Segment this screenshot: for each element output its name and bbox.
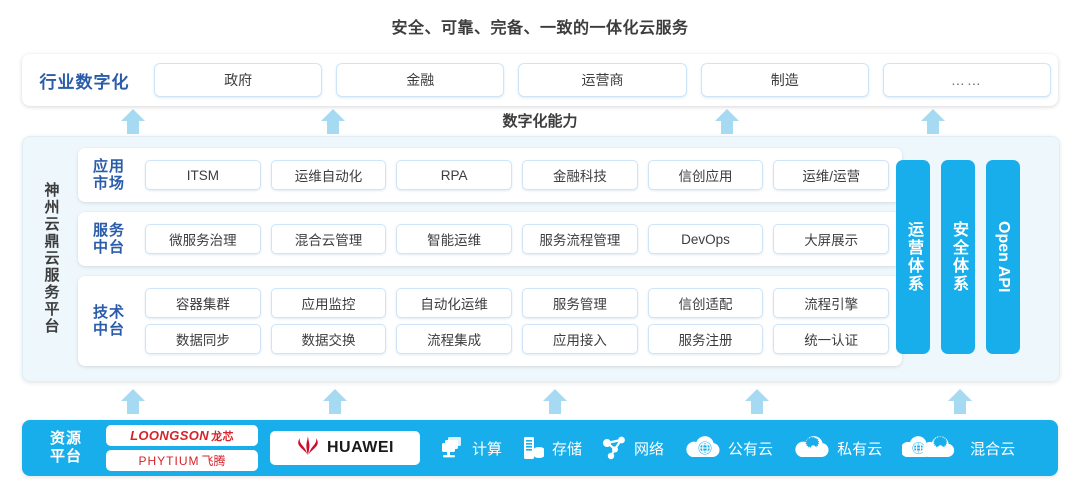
industry-chip-finance[interactable]: 金融 bbox=[336, 63, 505, 97]
tier-row: 数据同步 数据交换 流程集成 应用接入 服务注册 统一认证 bbox=[140, 324, 894, 354]
cell-service-management[interactable]: 服务管理 bbox=[522, 288, 638, 318]
resource-label-line2: 平台 bbox=[49, 448, 82, 465]
loongson-logo-cn: 龙芯 bbox=[211, 430, 234, 443]
cell-xinchuang-adaptation[interactable]: 信创适配 bbox=[647, 288, 764, 318]
tier-label-line1: 应用 bbox=[92, 157, 125, 175]
industry-chip-government[interactable]: 政府 bbox=[154, 63, 323, 97]
cell-service-registry[interactable]: 服务注册 bbox=[647, 324, 764, 354]
industry-chip-manufacturing[interactable]: 制造 bbox=[700, 63, 869, 97]
industry-chip-operator[interactable]: 运营商 bbox=[518, 63, 687, 97]
huawei-logo-text: HUAWEI bbox=[327, 439, 394, 456]
resource-item-storage[interactable]: 存储 bbox=[522, 435, 582, 461]
resource-item-label: 混合云 bbox=[970, 440, 1016, 458]
public-cloud-icon bbox=[684, 435, 722, 461]
cell-xinchuang-app[interactable]: 信创应用 bbox=[647, 160, 764, 190]
arrow-up-icon bbox=[118, 106, 148, 136]
phytium-logo-en: PHYTIUM bbox=[138, 454, 200, 468]
hybrid-cloud-icon bbox=[902, 435, 964, 461]
platform-vertical-title: 神州云鼎云服务平台 bbox=[42, 181, 60, 335]
cell-rpa[interactable]: RPA bbox=[396, 160, 513, 190]
arrow-up-icon bbox=[742, 386, 772, 416]
cell-devops[interactable]: DevOps bbox=[647, 224, 764, 254]
cell-application-monitoring[interactable]: 应用监控 bbox=[270, 288, 387, 318]
resource-item-label: 网络 bbox=[634, 440, 665, 458]
resource-item-label: 计算 bbox=[472, 440, 503, 458]
cell-unified-authentication[interactable]: 统一认证 bbox=[773, 324, 890, 354]
arrow-up-icon bbox=[118, 386, 148, 416]
tier-label-line2: 中台 bbox=[92, 239, 125, 256]
resource-item-label: 公有云 bbox=[728, 440, 774, 458]
arrow-up-icon bbox=[712, 106, 742, 136]
cell-ops-automation[interactable]: 运维自动化 bbox=[270, 160, 387, 190]
loongson-logo-en: LOONGSON bbox=[130, 427, 210, 443]
huawei-logo[interactable]: HUAWEI bbox=[270, 431, 420, 465]
tier-label-line1: 服务 bbox=[92, 221, 125, 239]
resource-platform-label: 资源 平台 bbox=[28, 430, 104, 466]
industry-row-label: 行业数字化 bbox=[39, 72, 130, 92]
resource-item-label: 存储 bbox=[552, 440, 583, 458]
resource-item-public-cloud[interactable]: 公有云 bbox=[684, 435, 773, 461]
industry-digitalization-row: 行业数字化 政府 金融 运营商 制造 …… bbox=[22, 54, 1058, 106]
resource-label-line1: 资源 bbox=[49, 430, 82, 447]
arrow-up-icon bbox=[318, 106, 348, 136]
tier-row: ITSM 运维自动化 RPA 金融科技 信创应用 运维/运营 bbox=[140, 160, 894, 190]
page-title: 安全、可靠、完备、一致的一体化云服务 bbox=[391, 20, 689, 37]
cell-intelligent-ops[interactable]: 智能运维 bbox=[396, 224, 513, 254]
tier-label-technology-middle-platform: 技术 中台 bbox=[78, 304, 140, 339]
tier-label-line1: 技术 bbox=[92, 303, 125, 321]
arrow-up-icon bbox=[320, 386, 350, 416]
resource-item-label: 私有云 bbox=[837, 440, 883, 458]
cell-data-sync[interactable]: 数据同步 bbox=[145, 324, 261, 354]
cell-process-engine[interactable]: 流程引擎 bbox=[773, 288, 890, 318]
cell-microservice-governance[interactable]: 微服务治理 bbox=[145, 224, 261, 254]
cell-data-exchange[interactable]: 数据交换 bbox=[270, 324, 387, 354]
side-bar-open-api[interactable]: Open API bbox=[986, 160, 1020, 354]
huawei-flower-icon bbox=[296, 435, 320, 461]
tier-service-middle-platform: 服务 中台 微服务治理 混合云管理 智能运维 服务流程管理 DevOps 大屏展… bbox=[78, 212, 902, 266]
cell-fintech[interactable]: 金融科技 bbox=[522, 160, 638, 190]
tier-body: 微服务治理 混合云管理 智能运维 服务流程管理 DevOps 大屏展示 bbox=[140, 224, 902, 254]
resource-item-network[interactable]: 网络 bbox=[602, 436, 664, 460]
storage-icon bbox=[522, 435, 546, 461]
cell-service-process-management[interactable]: 服务流程管理 bbox=[522, 224, 638, 254]
cell-ops-operations[interactable]: 运维/运营 bbox=[773, 160, 890, 190]
arrow-up-icon bbox=[945, 386, 975, 416]
tier-row: 容器集群 应用监控 自动化运维 服务管理 信创适配 流程引擎 bbox=[140, 288, 894, 318]
tier-technology-middle-platform: 技术 中台 容器集群 应用监控 自动化运维 服务管理 信创适配 流程引擎 数据同… bbox=[78, 276, 902, 366]
phytium-logo-cn: 飞腾 bbox=[201, 454, 226, 468]
tier-label-line2: 市场 bbox=[92, 175, 125, 192]
cell-application-access[interactable]: 应用接入 bbox=[522, 324, 638, 354]
cell-itsm[interactable]: ITSM bbox=[145, 160, 261, 190]
cell-process-integration[interactable]: 流程集成 bbox=[396, 324, 513, 354]
arrow-up-icon bbox=[540, 386, 570, 416]
compute-icon bbox=[440, 436, 466, 460]
arrow-up-icon bbox=[918, 106, 948, 136]
capability-label: 数字化能力 bbox=[502, 113, 578, 130]
tier-body: 容器集群 应用监控 自动化运维 服务管理 信创适配 流程引擎 数据同步 数据交换… bbox=[140, 288, 902, 354]
resource-item-compute[interactable]: 计算 bbox=[440, 436, 502, 460]
cell-hybrid-cloud-management[interactable]: 混合云管理 bbox=[270, 224, 387, 254]
tier-label-service-middle-platform: 服务 中台 bbox=[78, 222, 140, 257]
tier-application-market: 应用 市场 ITSM 运维自动化 RPA 金融科技 信创应用 运维/运营 bbox=[78, 148, 902, 202]
cell-container-cluster[interactable]: 容器集群 bbox=[145, 288, 261, 318]
industry-chip-more[interactable]: …… bbox=[882, 63, 1052, 97]
resource-item-private-cloud[interactable]: 私有云 bbox=[793, 435, 882, 461]
tier-label-application-market: 应用 市场 bbox=[78, 158, 140, 193]
side-bar-security-system[interactable]: 安全体系 bbox=[941, 160, 975, 354]
private-cloud-icon bbox=[793, 435, 831, 461]
network-icon bbox=[602, 436, 628, 460]
tier-label-line2: 中台 bbox=[92, 321, 125, 338]
tier-row: 微服务治理 混合云管理 智能运维 服务流程管理 DevOps 大屏展示 bbox=[140, 224, 894, 254]
tier-body: ITSM 运维自动化 RPA 金融科技 信创应用 运维/运营 bbox=[140, 160, 902, 190]
cell-dashboard-display[interactable]: 大屏展示 bbox=[773, 224, 890, 254]
cell-automated-ops[interactable]: 自动化运维 bbox=[396, 288, 513, 318]
resource-item-hybrid-cloud[interactable]: 混合云 bbox=[902, 435, 1015, 461]
side-bar-operations-system[interactable]: 运营体系 bbox=[896, 160, 930, 354]
